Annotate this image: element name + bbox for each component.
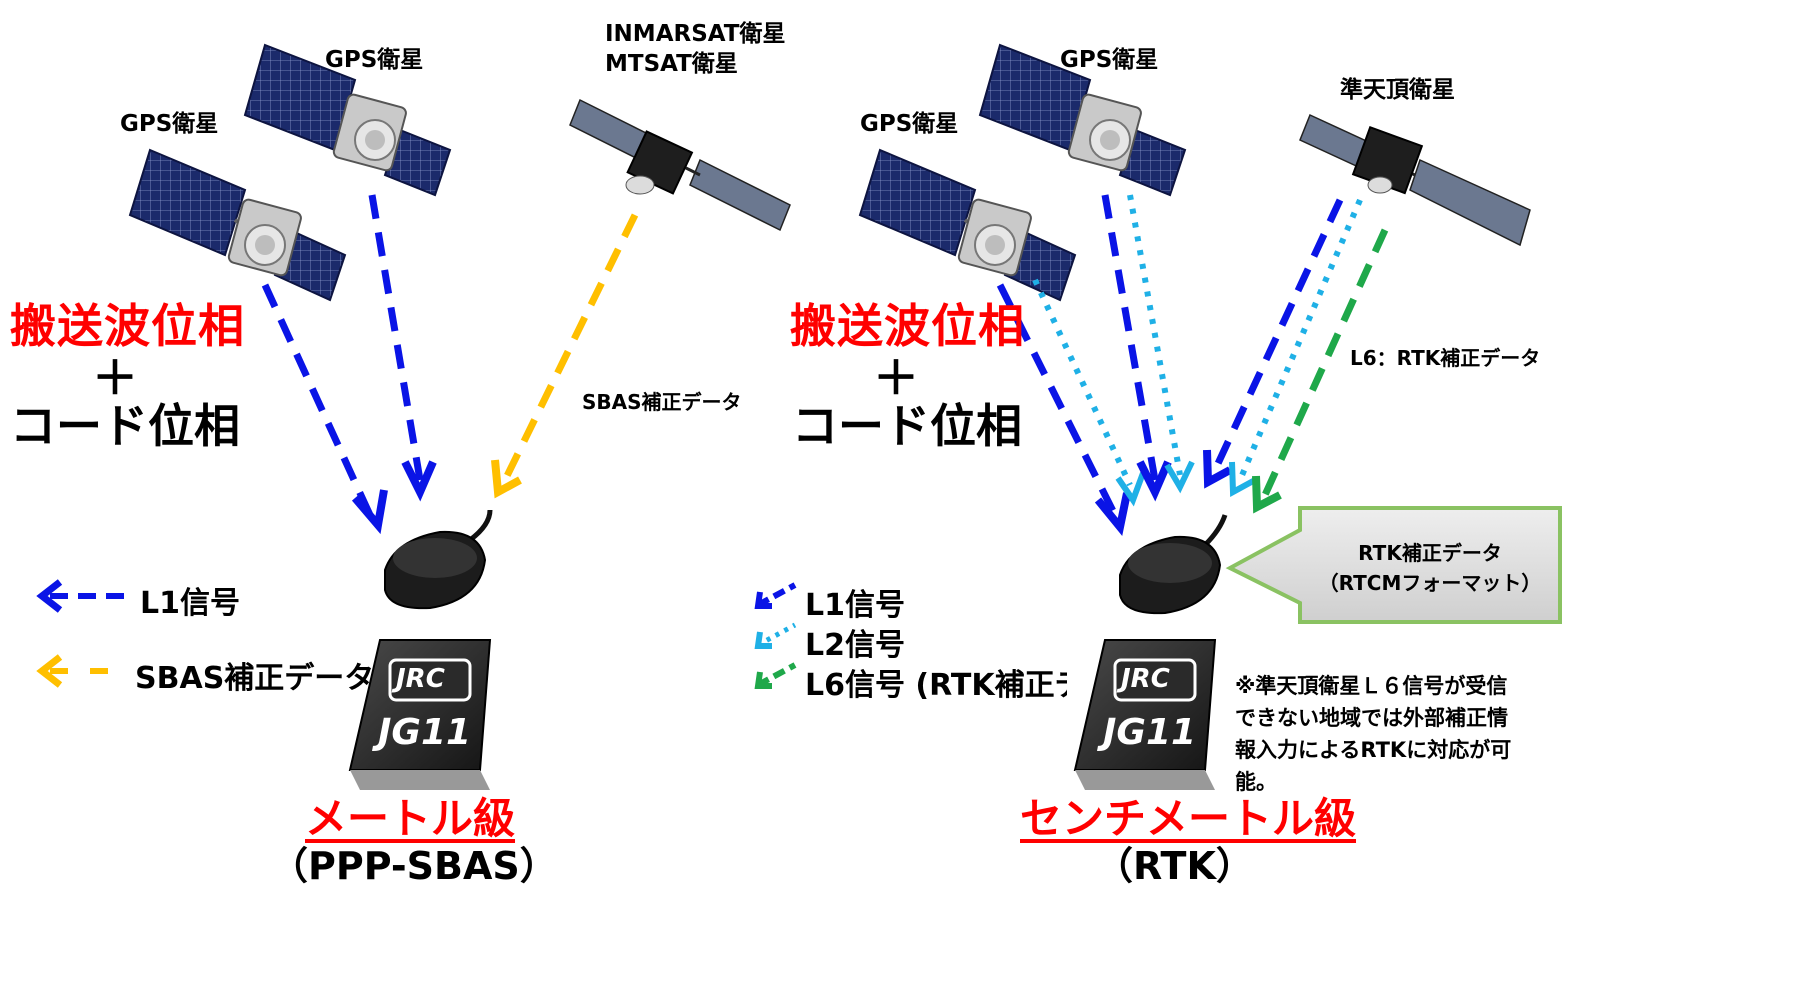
right-l2-arrow-1 [1032, 278, 1146, 507]
rtcm-callout-line2: （RTCMフォーマット） [1318, 571, 1542, 595]
right-l6-arrow [1252, 228, 1389, 514]
right-gps-label-1: GPS衛星 [860, 111, 959, 137]
left-method-subtitle: （PPP-SBAS） [270, 844, 558, 888]
sbas-satellite [569, 98, 791, 232]
right-qzs-note: ※準天頂衛星Ｌ６信号が受信できない地域では外部補正情報入力によるRTKに対応が可… [1235, 674, 1512, 794]
left-legend-l1-marker [36, 579, 130, 613]
right-chip-brand: JRC [1121, 664, 1170, 694]
right-legend-l6-marker [754, 662, 797, 689]
right-qzs-label: 準天頂衛星 [1340, 77, 1455, 103]
right-method-subtitle: （RTK） [1095, 844, 1254, 888]
gps-satellite-left-2 [243, 43, 452, 197]
right-legend-l2-label: L2信号 [805, 628, 905, 663]
qzs-satellite [1299, 113, 1531, 247]
left-accuracy-title: メートル級 [305, 794, 516, 843]
left-antenna [384, 509, 493, 610]
left-gps-label-1: GPS衛星 [120, 111, 219, 137]
left-code-phase-label: コード位相 [10, 399, 240, 453]
right-chip [1073, 639, 1217, 790]
rtcm-callout-line1: RTK補正データ [1358, 541, 1502, 565]
left-legend-l1-label: L1信号 [140, 586, 240, 621]
left-l1-arrow-1 [261, 283, 388, 535]
right-legend-l1-marker [754, 582, 797, 609]
right-chip-model: JG11 [1103, 712, 1197, 753]
left-legend-sbas-marker [36, 654, 110, 688]
right-l1-arrow-3 [1203, 198, 1344, 489]
rtcm-callout-arrow [1225, 506, 1562, 624]
left-legend-sbas-label: SBAS補正データ [135, 661, 375, 696]
left-chip-brand: JRC [396, 664, 445, 694]
right-l2-arrow-2 [1127, 194, 1195, 494]
right-plus-sign: ＋ [873, 351, 919, 405]
right-gps-label-2: GPS衛星 [1060, 47, 1159, 73]
right-carrier-phase-label: 搬送波位相 [790, 299, 1025, 353]
left-sbas-data-label: SBAS補正データ [582, 390, 742, 414]
right-legend-l6-label: L6信号 (RTK補正データ [805, 668, 1067, 703]
gps-satellite-right-2 [978, 43, 1187, 197]
left-chip [348, 639, 492, 790]
right-l6-rtk-label: L6：RTK補正データ [1350, 346, 1541, 370]
left-l1-arrow-2 [368, 194, 437, 502]
right-l2-arrow-3 [1229, 198, 1363, 497]
left-carrier-phase-label: 搬送波位相 [10, 299, 245, 353]
left-sbas-arrow [491, 213, 639, 499]
left-chip-model: JG11 [378, 712, 472, 753]
right-legend-l6-label-wrap: L6信号 (RTK補正データ [805, 660, 1067, 704]
right-l1-arrow-2 [1101, 194, 1172, 502]
left-sbas-sat-label-1: INMARSAT衛星 [605, 21, 786, 47]
left-gps-label-2: GPS衛星 [325, 47, 424, 73]
gps-satellite-right-1 [858, 148, 1077, 302]
right-l1-arrow-1 [996, 283, 1131, 537]
left-sbas-sat-label-2: MTSAT衛星 [605, 51, 738, 77]
right-legend-l2-marker [754, 622, 797, 649]
left-plus-sign: ＋ [92, 351, 138, 405]
right-accuracy-title: センチメートル級 [1020, 794, 1357, 843]
right-antenna [1119, 514, 1228, 615]
gps-satellite-left-1 [128, 148, 347, 302]
right-legend-l1-label: L1信号 [805, 588, 905, 623]
right-code-phase-label: コード位相 [792, 399, 1022, 453]
